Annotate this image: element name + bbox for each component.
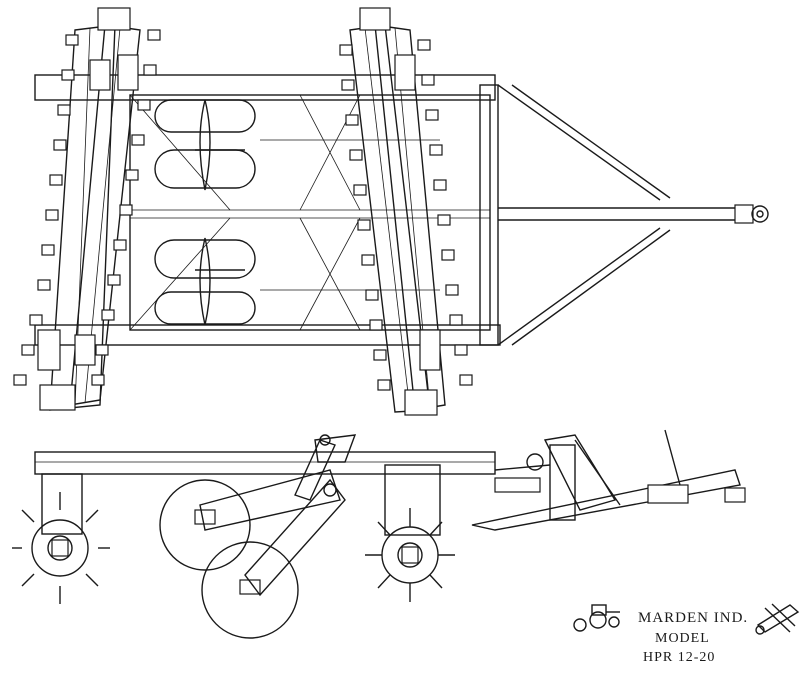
left-star-wheel xyxy=(12,473,110,604)
title-block: MARDEN IND. MODEL HPR 12-20 xyxy=(560,598,800,673)
right-blades-outer xyxy=(339,44,391,391)
plan-view xyxy=(13,7,769,416)
tractor-with-roller-icon xyxy=(573,604,620,632)
side-frame-beam xyxy=(34,451,496,475)
gauge-discs xyxy=(159,469,346,639)
right-star-wheel xyxy=(365,464,455,602)
front-frame-beam xyxy=(34,74,496,101)
left-roller-assembly xyxy=(13,7,161,411)
left-blades-inner xyxy=(91,29,161,386)
center-roller-slots xyxy=(154,99,256,326)
side-hitch xyxy=(471,429,746,531)
company-name: MARDEN IND. xyxy=(638,610,749,626)
model-number: HPR 12-20 xyxy=(643,650,716,665)
model-label: MODEL xyxy=(655,631,710,646)
side-view xyxy=(12,429,746,639)
inner-frame xyxy=(129,94,491,331)
right-blades-inner xyxy=(417,39,473,386)
left-blades-outer xyxy=(13,34,79,386)
roller-chopper-icon xyxy=(755,603,800,635)
right-roller-assembly xyxy=(339,7,473,416)
hydraulic-linkage xyxy=(294,434,357,501)
tow-hitch xyxy=(479,84,769,346)
rear-frame-beam xyxy=(34,324,501,346)
